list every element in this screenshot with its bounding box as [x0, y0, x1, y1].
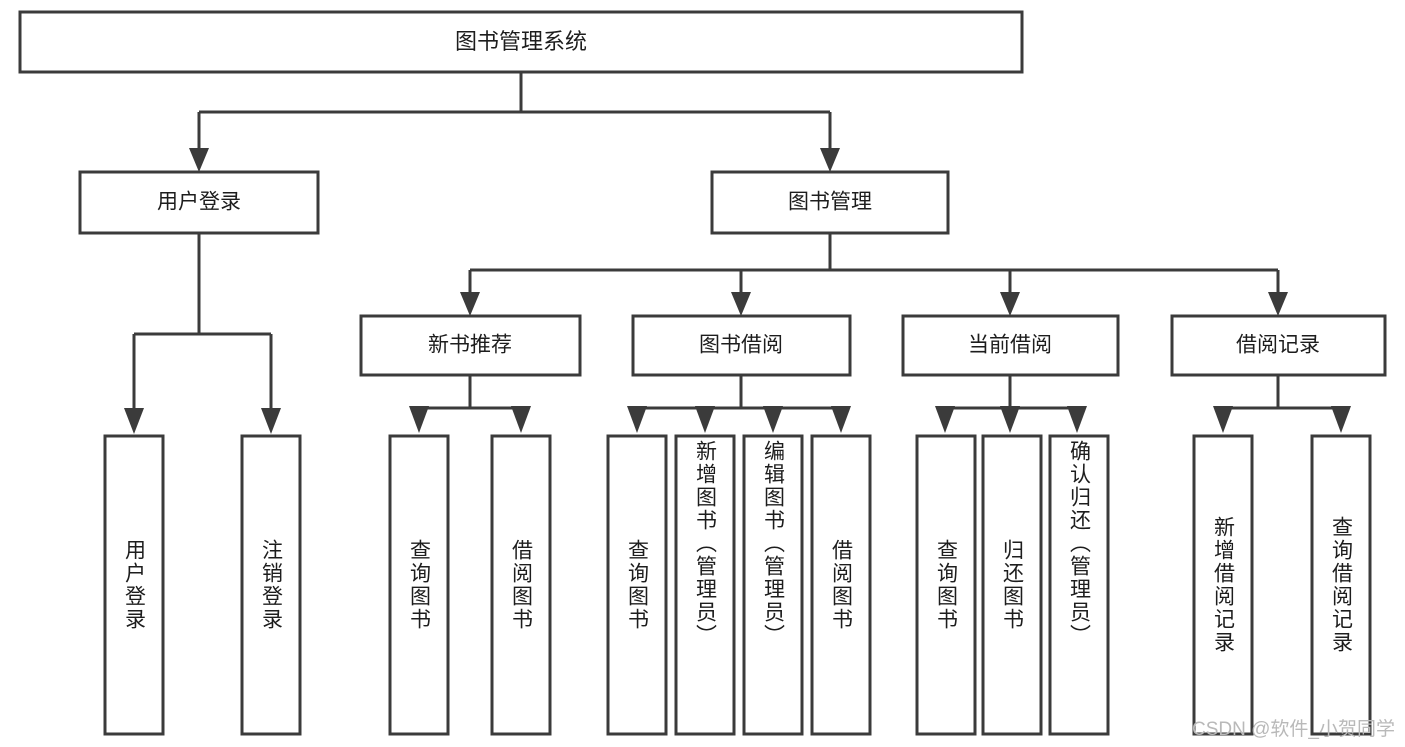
leaf-label: 确认归还（管理员）: [1067, 440, 1091, 647]
leaf-node-query-book-current[interactable]: 查询图书: [915, 434, 977, 736]
leaf-label: 新增图书（管理员）: [693, 440, 717, 647]
node-new-book-recommend[interactable]: 新书推荐: [359, 314, 582, 377]
leaf-node-edit-book-admin[interactable]: 编辑图书（管理员）: [742, 434, 804, 736]
node-box: [710, 170, 950, 235]
leaf-box: [240, 434, 302, 736]
leaf-node-confirm-return-admin[interactable]: 确认归还（管理员）: [1048, 434, 1110, 736]
node-label: 用户登录: [157, 191, 241, 214]
node-root-book-management-system[interactable]: 图书管理系统: [18, 10, 1024, 74]
node-book-borrow[interactable]: 图书借阅: [631, 314, 852, 377]
node-label: 图书管理: [788, 191, 872, 214]
leaf-label: 借阅图书: [509, 539, 533, 631]
connector-borrow-record-to-leaves: [1213, 375, 1351, 433]
leaf-label: 查询图书: [625, 539, 649, 631]
arrow-head-icon: [695, 406, 715, 433]
leaf-node-query-book-recommend[interactable]: 查询图书: [388, 434, 450, 736]
connector-book-borrow-to-leaves: [627, 375, 851, 433]
leaf-node-borrow-book-recommend[interactable]: 借阅图书: [490, 434, 552, 736]
node-box: [78, 170, 320, 235]
connector-new-book-to-leaves: [409, 375, 531, 433]
arrow-head-icon: [820, 148, 840, 172]
leaf-label: 查询借阅记录: [1329, 516, 1353, 654]
connector-root-to-level1: [189, 72, 840, 172]
arrow-head-icon: [1067, 406, 1087, 433]
arrow-head-icon: [627, 406, 647, 433]
leaf-box: [742, 434, 804, 736]
leaf-box: [1048, 434, 1110, 736]
arrow-head-icon: [1000, 406, 1020, 433]
leaf-label: 注销登录: [259, 539, 283, 631]
node-box: [18, 10, 1024, 74]
leaf-label: 借阅图书: [829, 539, 853, 631]
leaf-label: 编辑图书（管理员）: [761, 440, 785, 647]
leaf-label: 用户登录: [122, 539, 146, 631]
leaf-node-user-login[interactable]: 用户登录: [103, 434, 165, 736]
node-box: [359, 314, 582, 377]
arrow-head-icon: [511, 406, 531, 433]
leaf-box: [981, 434, 1043, 736]
arrow-head-icon: [763, 406, 783, 433]
arrow-head-icon: [1000, 292, 1020, 316]
leaf-label: 新增借阅记录: [1211, 516, 1235, 654]
node-current-borrow[interactable]: 当前借阅: [901, 314, 1120, 377]
leaf-label: 查询图书: [934, 539, 958, 631]
node-box: [1170, 314, 1387, 377]
leaf-box: [915, 434, 977, 736]
arrow-head-icon: [409, 406, 429, 433]
node-label: 借阅记录: [1236, 334, 1320, 357]
leaf-box: [1310, 434, 1372, 736]
leaf-box: [810, 434, 872, 736]
connector-user-login-to-leaves: [124, 233, 281, 434]
arrow-head-icon: [261, 408, 281, 434]
leaf-node-borrow-book[interactable]: 借阅图书: [810, 434, 872, 736]
node-label: 图书借阅: [699, 334, 783, 357]
leaf-node-add-borrow-record[interactable]: 新增借阅记录: [1192, 434, 1254, 736]
leaf-label: 归还图书: [1000, 539, 1024, 631]
arrow-head-icon: [1213, 406, 1233, 433]
arrow-head-icon: [460, 292, 480, 316]
leaf-node-query-borrow-record[interactable]: 查询借阅记录: [1310, 434, 1372, 736]
connector-book-manage-to-level2: [460, 233, 1288, 316]
leaf-label: 查询图书: [407, 539, 431, 631]
leaf-node-return-book[interactable]: 归还图书: [981, 434, 1043, 736]
node-label: 新书推荐: [428, 334, 512, 357]
node-box: [901, 314, 1120, 377]
arrow-head-icon: [1331, 406, 1351, 433]
node-book-management[interactable]: 图书管理: [710, 170, 950, 235]
leaf-node-query-book-borrow[interactable]: 查询图书: [606, 434, 668, 736]
arrow-head-icon: [935, 406, 955, 433]
leaf-node-logout[interactable]: 注销登录: [240, 434, 302, 736]
arrow-head-icon: [831, 406, 851, 433]
leaf-box: [103, 434, 165, 736]
leaf-box: [674, 434, 736, 736]
node-borrow-record[interactable]: 借阅记录: [1170, 314, 1387, 377]
node-user-login[interactable]: 用户登录: [78, 170, 320, 235]
leaf-box: [490, 434, 552, 736]
node-box: [631, 314, 852, 377]
arrow-head-icon: [1268, 292, 1288, 316]
arrow-head-icon: [124, 408, 144, 434]
leaf-box: [1192, 434, 1254, 736]
connector-current-borrow-to-leaves: [935, 375, 1087, 433]
node-label: 当前借阅: [968, 334, 1052, 357]
arrow-head-icon: [189, 148, 209, 172]
leaf-node-add-book-admin[interactable]: 新增图书（管理员）: [674, 434, 736, 736]
leaf-box: [606, 434, 668, 736]
leaf-box: [388, 434, 450, 736]
arrow-head-icon: [731, 292, 751, 316]
node-label: 图书管理系统: [455, 29, 587, 54]
